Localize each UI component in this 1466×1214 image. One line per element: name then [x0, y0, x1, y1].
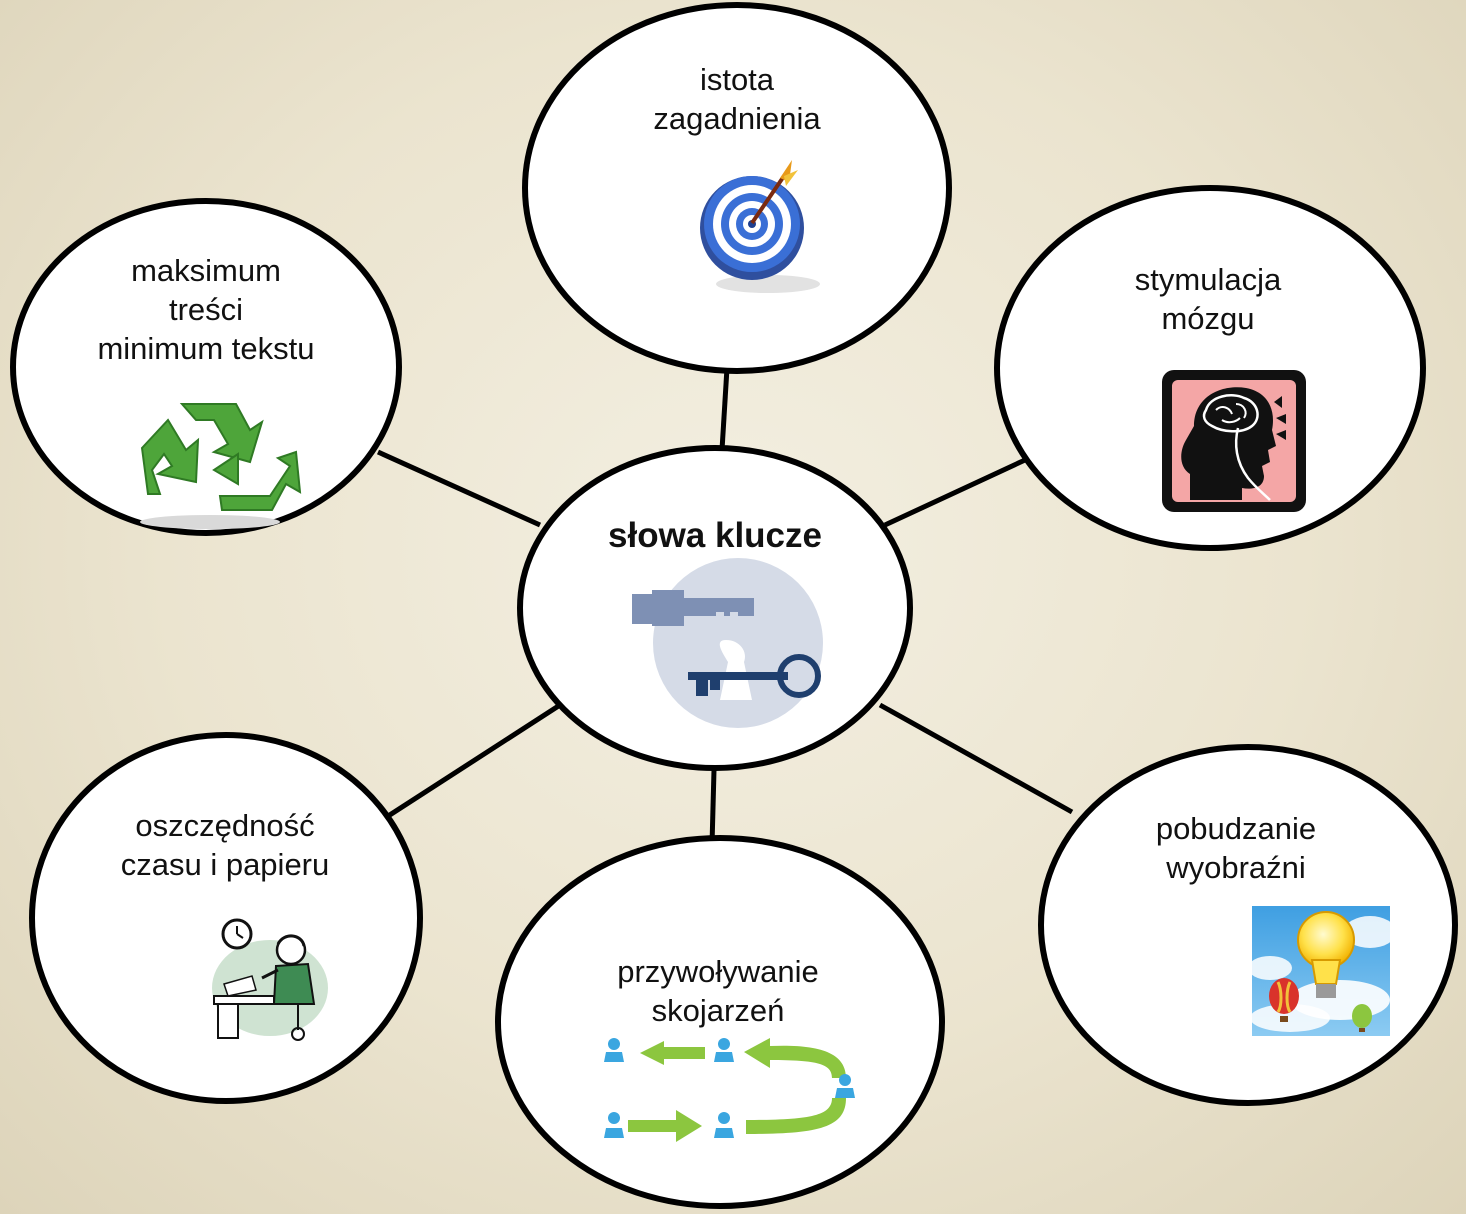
node-lower-right-line-2: wyobraźni: [1166, 850, 1306, 885]
node-upper-right-label: stymulacja mózgu: [1058, 260, 1358, 338]
connector-bottom: [709, 769, 717, 846]
node-lower-left-line-2: czasu i papieru: [120, 847, 330, 882]
node-bottom-label: przywoływanie skojarzeń: [558, 952, 878, 1030]
association-flow-icon: [604, 1038, 855, 1142]
node-bottom-line-1: przywoływanie: [617, 954, 819, 989]
node-lower-right-line-1: pobudzanie: [1155, 811, 1317, 846]
center-label: słowa klucze: [555, 516, 875, 555]
office-worker-clock-icon: [212, 918, 328, 1041]
connector-lower-right: [878, 702, 1074, 815]
node-upper-left-circle[interactable]: [10, 198, 402, 536]
node-top-label: istota zagadnienia: [587, 60, 887, 138]
lightbulb-balloons-icon: [1248, 906, 1396, 1036]
node-bottom-line-2: skojarzeń: [651, 993, 785, 1028]
target-icon: [700, 160, 820, 293]
node-upper-left-line-3: minimum tekstu: [97, 331, 315, 366]
node-upper-right-circle[interactable]: [994, 185, 1426, 551]
node-top-line-2: zagadnienia: [653, 101, 821, 136]
connector-upper-left: [376, 449, 542, 528]
center-label-text: słowa klucze: [608, 516, 822, 555]
recycle-icon: [140, 403, 302, 529]
node-upper-right-line-2: mózgu: [1161, 301, 1255, 336]
key-icon: [632, 558, 823, 728]
node-lower-left-line-1: oszczędność: [135, 808, 315, 843]
node-upper-left-line-1: maksimum: [131, 253, 281, 288]
connector-lower-left: [380, 702, 562, 823]
node-lower-right-label: pobudzanie wyobraźni: [1086, 809, 1386, 887]
brain-head-icon: [1162, 370, 1306, 512]
connector-upper-right: [883, 457, 1027, 528]
connector-top: [719, 367, 730, 451]
node-lower-left-label: oszczędność czasu i papieru: [75, 806, 375, 884]
node-lower-left-circle[interactable]: [29, 732, 423, 1104]
node-upper-left-label: maksimum treści minimum tekstu: [56, 251, 356, 368]
node-upper-left-line-2: treści: [168, 292, 244, 327]
node-top-line-1: istota: [699, 62, 775, 97]
node-circles: [10, 2, 1458, 1209]
connector-lines: [376, 367, 1074, 846]
node-upper-right-line-1: stymulacja: [1134, 262, 1282, 297]
